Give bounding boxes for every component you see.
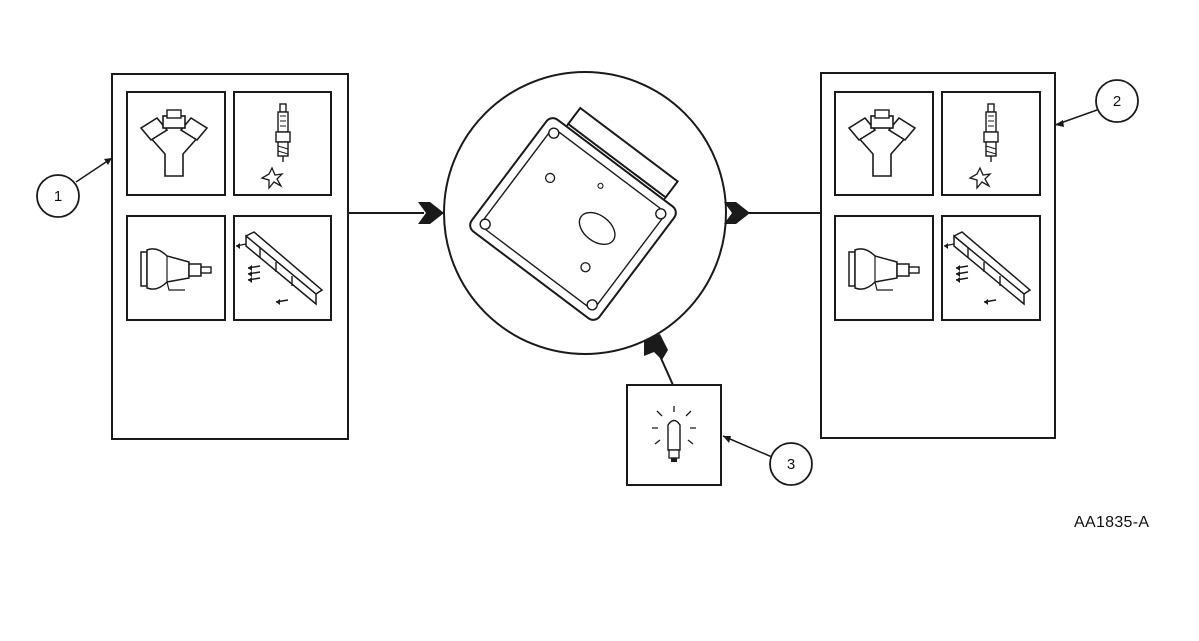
input-components-panel [111, 73, 349, 440]
fuel-injector-icon [126, 91, 226, 196]
callout-1: 1 [36, 157, 113, 218]
fuel-injector-icon [834, 91, 934, 196]
output-components-panel [820, 72, 1056, 439]
transmission-icon [126, 215, 226, 321]
fuel-rail-icon [941, 215, 1041, 321]
transmission-icon [834, 215, 934, 321]
callout-1-label: 1 [54, 188, 62, 205]
flow-arrow-output [724, 202, 821, 224]
callout-3: 3 [722, 435, 813, 486]
warning-lamp-icon [626, 384, 722, 486]
control-module-icon [443, 71, 727, 355]
flow-arrow-input [348, 202, 444, 224]
spark-plug-icon [941, 91, 1041, 196]
spark-plug-icon [233, 91, 332, 196]
fuel-rail-icon [233, 215, 332, 321]
callout-2-label: 2 [1113, 93, 1121, 110]
callout-3-label: 3 [787, 456, 795, 473]
figure-id-label: AA1835-A [1074, 514, 1150, 531]
flow-arrow-lamp [644, 334, 674, 386]
callout-2: 2 [1054, 79, 1139, 127]
